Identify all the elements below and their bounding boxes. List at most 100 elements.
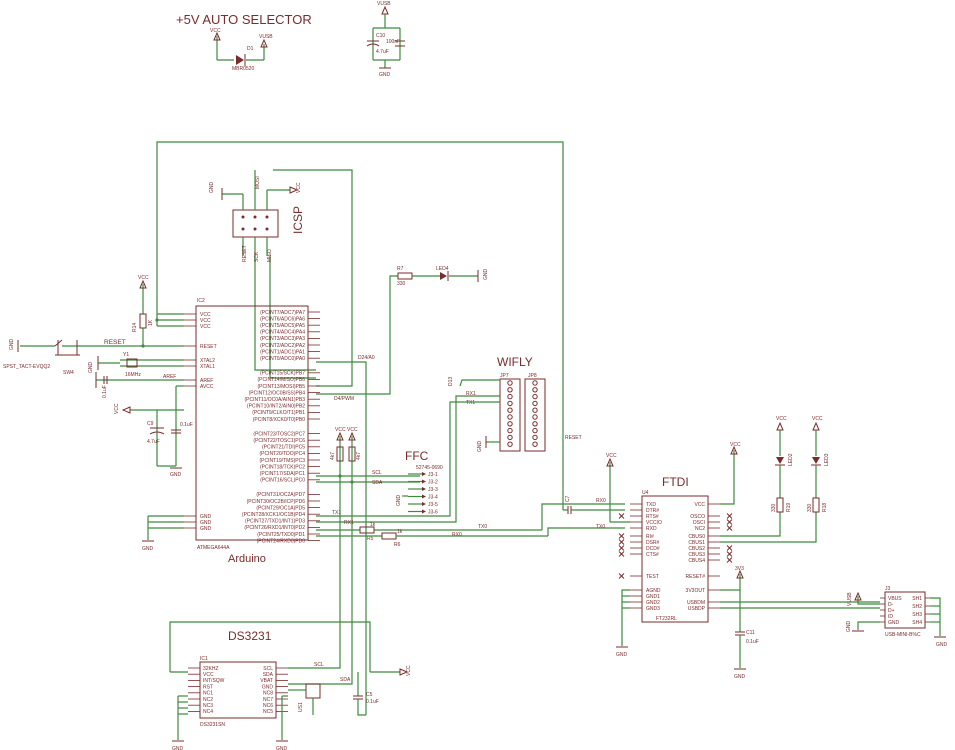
svg-text:R19: R19 — [786, 503, 792, 512]
pin-label: XTAL1 — [200, 364, 215, 370]
pin-label: GND3 — [646, 606, 660, 612]
pin-label: OSCI — [693, 520, 705, 526]
header-pin — [507, 441, 513, 447]
svg-text:ATMEGA644A: ATMEGA644A — [197, 545, 230, 551]
svg-text:VCC: VCC — [406, 665, 412, 676]
svg-text:GND: GND — [172, 746, 184, 750]
svg-text:VCC: VCC — [606, 453, 617, 459]
svg-text:AREF: AREF — [163, 374, 176, 380]
pin-label: J3-5 — [428, 502, 438, 508]
svg-text:C9: C9 — [147, 421, 154, 427]
usb-mini-connector: J3 USB-MINI-B%C VBUSD-D+IDGNDSH1SH2SH3SH… — [846, 586, 948, 648]
svg-text:0.1uF: 0.1uF — [102, 385, 108, 398]
pin-label: RI# — [646, 534, 654, 540]
pin-label: VCC — [200, 312, 211, 318]
svg-text:VCC: VCC — [138, 275, 149, 281]
svg-text:100nF: 100nF — [386, 39, 400, 45]
svg-text:SDA: SDA — [340, 677, 351, 683]
auto-selector-title: +5V AUTO SELECTOR — [176, 12, 312, 27]
svg-text:GND: GND — [379, 72, 391, 78]
pin-label: GND — [200, 514, 212, 520]
svg-text:GND: GND — [9, 339, 15, 351]
svg-text:U4: U4 — [642, 490, 649, 496]
svg-text:US1: US1 — [298, 702, 304, 712]
ffc-arrow-icon — [422, 502, 426, 506]
ic2-left-pins: VCCVCCVCCRESETXTAL2XTAL1AREFAVCCGNDGNDGN… — [184, 312, 217, 532]
pin-label: D- — [888, 602, 894, 608]
pin-label: SDA — [263, 672, 274, 678]
svg-text:JP7: JP7 — [500, 373, 509, 379]
pin-label: (PCINT30/OC2B/ICP)PD6 — [247, 499, 306, 505]
svg-text:LED4: LED4 — [436, 266, 449, 272]
vcc-arrow-icon — [121, 406, 131, 414]
pin-label: 3V3OUT — [686, 588, 705, 594]
ic2-right-pins: (PCINT7/ADC7)PA7(PCINT6/ADC6)PA6(PCINT5/… — [242, 310, 320, 544]
vcc-arrow-icon — [399, 668, 409, 676]
svg-text:RESET: RESET — [242, 245, 248, 262]
header-pin — [532, 407, 538, 413]
svg-text:IC1: IC1 — [200, 656, 208, 662]
no-connect-icon — [726, 557, 733, 563]
svg-text:4.7uF: 4.7uF — [147, 439, 160, 445]
svg-text:Y1: Y1 — [123, 352, 129, 358]
svg-text:1K: 1K — [148, 319, 154, 326]
svg-text:VCC: VCC — [776, 416, 787, 422]
ffc-arrow-icon — [422, 472, 426, 476]
pin-label: (PCINT23/TOSC2)PC7 — [253, 431, 305, 437]
ffc-arrow-icon — [422, 487, 426, 491]
pin-label: J3-6 — [428, 509, 438, 515]
pin-label: NC2 — [695, 526, 705, 532]
svg-text:GND: GND — [170, 472, 182, 478]
pin-label: NC5 — [263, 709, 273, 715]
ftdi-ft232rl: FTDI U4 FT232RL TXDDTR#RTS#VCCIORXDRI#DS… — [606, 442, 880, 680]
pin-label: (PCINT19/TMS)PC3 — [259, 458, 305, 464]
header-pin — [507, 387, 513, 393]
pin-label: (PCINT20/TDO)PC4 — [259, 451, 305, 457]
svg-text:R5: R5 — [367, 536, 374, 542]
pin-label: 32KHZ — [203, 666, 219, 672]
pin-label: (PCINT14/MISO)PB6 — [257, 377, 305, 383]
u4-right-pins: VCCOSCOOSCINC2CBUS0CBUS1CBUS2CBUS3CBUS4R… — [686, 502, 733, 612]
svg-text:D13: D13 — [448, 377, 454, 386]
svg-text:RX1: RX1 — [466, 391, 476, 397]
led3-icon — [812, 457, 820, 464]
pin-label: SCL — [263, 666, 273, 672]
header-pin — [507, 427, 513, 434]
pin-label: (PCINT26/RXD1/INT0)PD2 — [244, 525, 305, 531]
pin-label: (PCINT13/MOSI)PB5 — [257, 384, 305, 390]
pin-label: INT/SQW — [203, 678, 225, 684]
svg-text:C10: C10 — [376, 33, 385, 39]
no-connect-icon — [726, 519, 733, 525]
pin-label: RESET# — [686, 574, 706, 580]
pin-label: NC1 — [203, 691, 213, 697]
pin-label: NC8 — [263, 691, 273, 697]
svg-text:LED2: LED2 — [788, 453, 794, 466]
svg-text:R7: R7 — [397, 266, 404, 272]
u4-left-pins: TXDDTR#RTS#VCCIORXDRI#DSR#DCD#CTS#TESTAG… — [618, 502, 662, 612]
svg-text:0.1uF: 0.1uF — [746, 639, 759, 645]
vcc-arrow-icon — [776, 421, 784, 431]
vusb-arrow-icon — [381, 5, 389, 15]
no-connect-icon — [726, 513, 733, 519]
svg-text:MOSI: MOSI — [255, 176, 261, 189]
svg-text:VCC: VCC — [335, 427, 346, 433]
ic2-right-wires: D24/A0 D4/PWM SCL SDA VCC VCC 4k7 4k7 SC… — [288, 355, 625, 715]
pin-label: (PCINT9/CLKO/T1)PB1 — [252, 410, 305, 416]
pin-label: RTS# — [646, 514, 659, 520]
svg-text:GND: GND — [936, 642, 948, 648]
ic2-left-wires: VCC R14 1K RESET GND SPST_TACT-EVQQ2 SW4… — [3, 275, 193, 552]
svg-text:330: 330 — [771, 503, 777, 512]
svg-text:J3: J3 — [885, 586, 891, 592]
header-pin — [532, 387, 538, 393]
pin-label: (PCINT1/ADC1)PA1 — [260, 349, 305, 355]
pin-label: J3-1 — [428, 472, 438, 478]
pin-label: DCD# — [646, 546, 660, 552]
pin-label: (PCINT27/TXD1/INT1)PD3 — [245, 519, 305, 525]
svg-text:52745-0690: 52745-0690 — [416, 465, 443, 471]
pin-label: DTR# — [646, 508, 659, 514]
svg-text:16MHz: 16MHz — [125, 372, 141, 378]
svg-text:VCC: VCC — [812, 416, 823, 422]
pin-label: (PCINT12/OC0B/SS)PB4 — [249, 390, 306, 396]
